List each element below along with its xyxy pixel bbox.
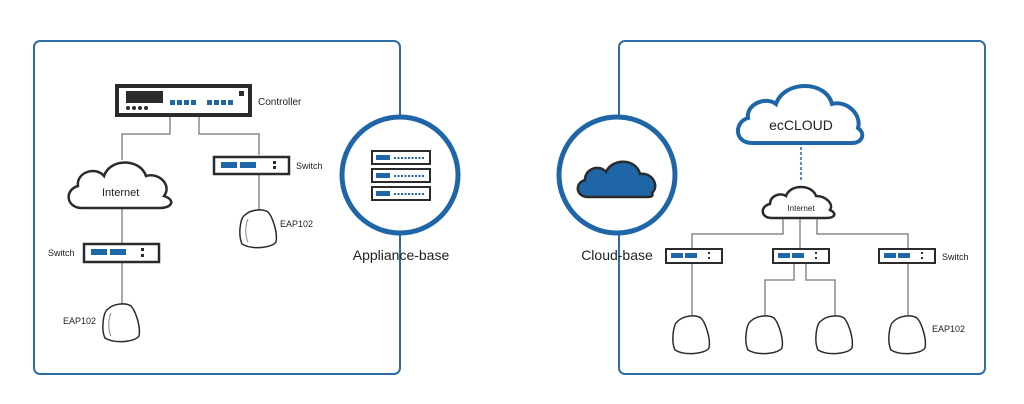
cloud-base-label: Cloud-base: [581, 247, 653, 263]
server-stack-icon: [371, 150, 431, 201]
switch-device-top: [212, 155, 291, 176]
access-point-icon: [102, 303, 141, 343]
eccloud-icon: [736, 84, 865, 145]
switch-device-left: [82, 242, 161, 264]
access-point-icon: [888, 315, 927, 355]
controller-device: [115, 84, 252, 117]
access-point-icon: [239, 209, 278, 249]
switch-device: [665, 248, 723, 264]
switch-device: [772, 248, 830, 264]
eccloud-label: ecCLOUD: [769, 117, 833, 133]
ap-label-right: EAP102: [280, 219, 313, 229]
switch-label-left: Switch: [48, 248, 75, 258]
internet-cloud-icon: [761, 185, 836, 220]
internet-cloud-icon: [67, 161, 173, 210]
appliance-base-label: Appliance-base: [353, 247, 450, 263]
switch-device: [878, 248, 936, 264]
access-point-icon: [745, 315, 784, 355]
cloud-icon: [576, 160, 657, 199]
ap-label-left: EAP102: [63, 316, 96, 326]
access-point-icon: [815, 315, 854, 355]
switch-label-right: Switch: [942, 252, 969, 262]
internet-label: Internet: [102, 187, 139, 199]
access-point-icon: [672, 315, 711, 355]
controller-label: Controller: [258, 97, 302, 108]
internet-label-right: Internet: [787, 204, 815, 213]
right-wires: [691, 219, 909, 318]
ap-label-right-panel: EAP102: [932, 324, 965, 334]
left-wires: [121, 117, 260, 305]
switch-label-top: Switch: [296, 161, 323, 171]
